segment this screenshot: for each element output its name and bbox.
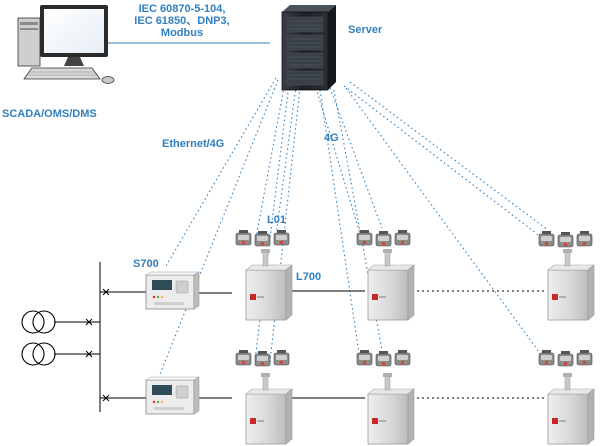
- fault-indicator-icon: [236, 230, 289, 246]
- protocol-line-2: IEC 61850、DNP3,: [134, 15, 230, 27]
- s700-label: S700: [133, 258, 159, 270]
- computer-workstation-icon: [17, 5, 115, 84]
- breaker-marks: [85, 288, 110, 402]
- l700-label: L700: [296, 271, 322, 283]
- ethernet-label: Ethernet/4G: [162, 138, 225, 150]
- scada-label: SCADA/OMS/DMS: [2, 108, 97, 120]
- l700-cabinet-icon: [547, 372, 595, 445]
- l700-cabinet-icon: [367, 248, 415, 321]
- fault-indicator-icon: [539, 231, 592, 247]
- power-lines: [54, 262, 365, 412]
- fault-indicator-icon: [539, 350, 592, 366]
- s700-relay-icon: [145, 271, 200, 310]
- l700-cabinet-icon: [245, 248, 293, 321]
- l01-label: L01: [267, 214, 286, 226]
- transformer-icon: [21, 310, 56, 334]
- server-label: Server: [348, 24, 383, 36]
- l700-cabinet-icon: [547, 248, 595, 321]
- power-lines-dashed: [412, 290, 545, 399]
- l700-cabinet-icon: [245, 372, 293, 445]
- 4g-label: 4G: [324, 132, 339, 144]
- transformer-icon: [21, 342, 56, 366]
- fault-indicator-icon: [236, 350, 289, 366]
- s700-relay-icon: [145, 376, 200, 415]
- server-rack-icon: [281, 5, 336, 91]
- protocol-line-1: IEC 60870-5-104,: [138, 3, 226, 15]
- comm-links: [159, 77, 549, 375]
- protocol-line-3: Modbus: [160, 27, 204, 39]
- fault-indicator-icon: [357, 230, 410, 246]
- l700-cabinet-icon: [367, 372, 415, 445]
- fault-indicator-icon: [357, 350, 410, 366]
- protocol-label: IEC 60870-5-104, IEC 61850、DNP3, Modbus: [118, 3, 246, 39]
